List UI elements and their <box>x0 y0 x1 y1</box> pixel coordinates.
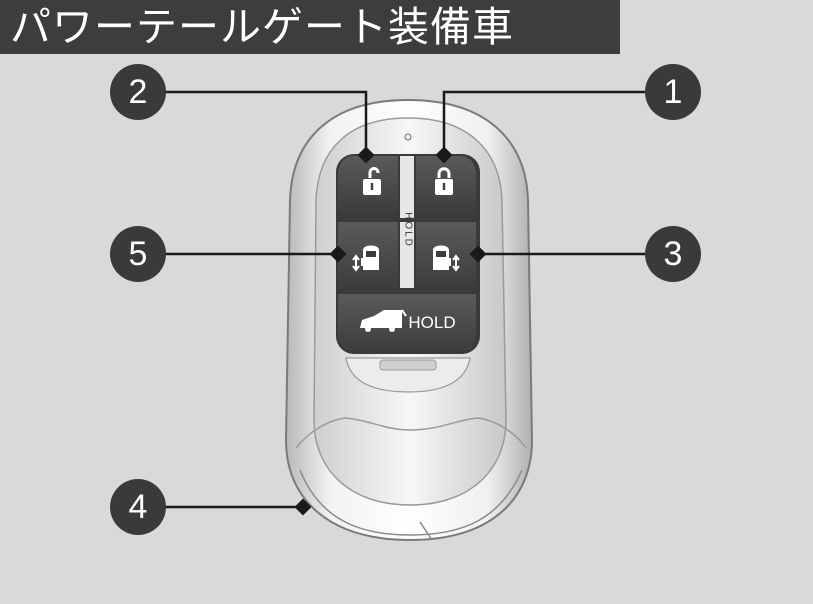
marker-3 <box>469 245 487 263</box>
marker-1 <box>435 146 453 164</box>
leader-line-2 <box>165 90 368 155</box>
panel-lower-cutout <box>345 357 471 393</box>
callout-1: 1 <box>645 64 701 120</box>
marker-4 <box>294 498 312 516</box>
left-slide-door-button[interactable] <box>338 222 398 288</box>
leader-lines <box>165 90 645 509</box>
fob-bottom-gap <box>419 521 433 541</box>
lock-closed-icon <box>435 167 453 195</box>
leader-markers <box>294 146 487 516</box>
unlock-button[interactable] <box>338 156 398 214</box>
right-slide-door-button[interactable] <box>416 222 476 288</box>
leader-line-1 <box>442 90 645 155</box>
marker-2 <box>357 146 375 164</box>
button-divider-strip <box>400 156 414 218</box>
lock-open-icon <box>363 167 381 195</box>
fob-lower-seam <box>295 417 527 449</box>
marker-5 <box>329 245 347 263</box>
callout-2: 2 <box>110 64 166 120</box>
indicator-led <box>404 133 412 141</box>
left-slide-door-icon <box>352 245 379 272</box>
hold-divider-label: HOLD <box>403 212 414 248</box>
lock-button[interactable] <box>416 156 476 214</box>
page-title: パワーテールゲート装備車 <box>0 0 620 54</box>
lanyard-slot <box>379 359 437 371</box>
callout-4: 4 <box>110 479 166 535</box>
callout-3: 3 <box>645 226 701 282</box>
tailgate-hold-button[interactable]: HOLD <box>338 294 476 352</box>
tailgate-button-label: HOLD <box>408 313 455 332</box>
hold-divider-strip <box>400 222 414 288</box>
tailgate-car-icon <box>360 309 407 332</box>
right-slide-door-icon <box>433 245 460 272</box>
callout-5: 5 <box>110 226 166 282</box>
fob-bottom-edge <box>299 469 523 536</box>
